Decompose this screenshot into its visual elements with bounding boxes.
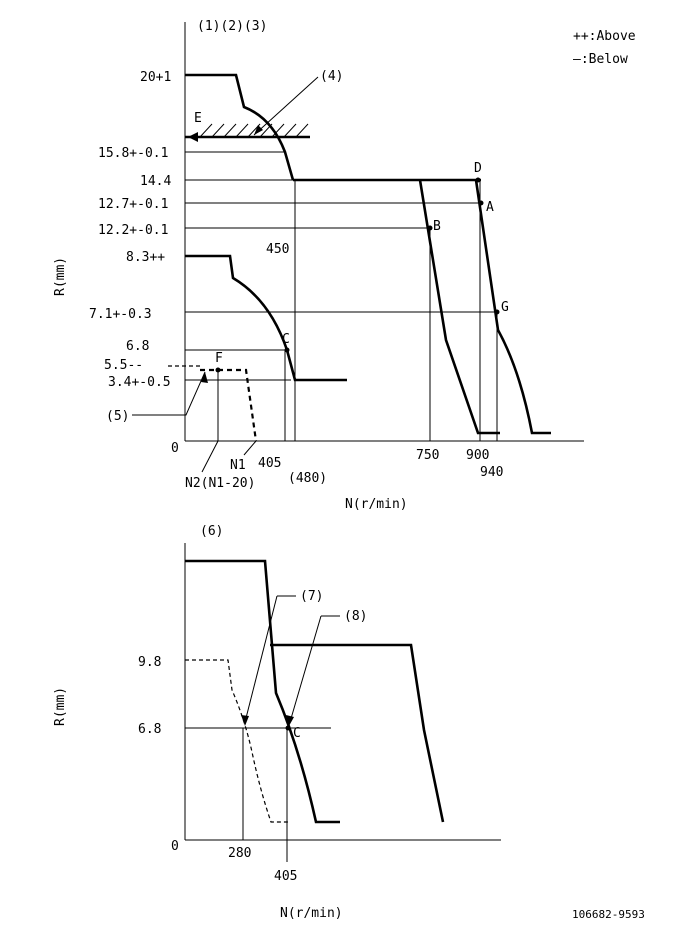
idle-curve <box>185 254 347 382</box>
callout-5-arrow <box>201 372 208 383</box>
top-y-label-7-1: 7.1+-0.3 <box>89 307 152 322</box>
top-x-label-480: (480) <box>288 471 327 486</box>
n2-leader <box>201 440 219 473</box>
bottom-x-label-405: 405 <box>274 869 297 884</box>
full-load-curve <box>185 73 295 181</box>
stopper-hatch <box>199 123 309 138</box>
point-g-dot <box>494 309 500 315</box>
governor-line-750 <box>418 179 500 435</box>
top-x-axis-title: N(r/min) <box>345 497 408 512</box>
n1-leader <box>243 440 257 456</box>
bottom-x-label-280: 280 <box>228 846 251 861</box>
top-x-label-405: 405 <box>258 456 281 471</box>
point-g-label: G <box>501 300 509 315</box>
bottom-point-c-label: C <box>293 726 301 741</box>
bottom-y-label-zero: 0 <box>171 839 179 854</box>
point-f-label: F <box>215 351 223 366</box>
point-d-dot <box>475 177 481 183</box>
point-a-dot <box>478 200 484 206</box>
callout-5-leader <box>132 371 206 416</box>
callout-7: (7) <box>300 589 323 604</box>
top-y-label-3-4: 3.4+-0.5 <box>108 375 171 390</box>
top-x-label-940: 940 <box>480 465 503 480</box>
top-y-label-8-3: 8.3++ <box>126 250 165 265</box>
top-y-label-15-8: 15.8+-0.1 <box>98 146 168 161</box>
callout-4-leader <box>253 76 319 136</box>
callout-8-leader-diag <box>289 615 322 723</box>
top-y-label-20: 20+1 <box>140 70 171 85</box>
callout-4: (4) <box>320 69 343 84</box>
callout-8: (8) <box>344 609 367 624</box>
callout-8-arrow <box>286 715 294 726</box>
top-x-label-n1: N1 <box>230 458 246 473</box>
callout-4-arrow <box>254 125 263 135</box>
point-e-label: E <box>194 111 202 126</box>
top-y-axis-title: R(mm) <box>53 257 68 296</box>
bottom-y-axis-title: R(mm) <box>53 687 68 726</box>
governor-line-900 <box>474 179 551 435</box>
bottom-y-label-6-8: 6.8 <box>138 722 161 737</box>
point-c-dot <box>284 347 290 353</box>
callout-7-arrow <box>241 715 249 726</box>
top-y-label-14-4: 14.4 <box>140 174 171 189</box>
top-x-label-900: 900 <box>466 448 489 463</box>
point-d-label: D <box>474 161 482 176</box>
top-y-label-6-8: 6.8 <box>126 339 149 354</box>
top-x-label-450: 450 <box>266 242 289 257</box>
bottom-upper-curve <box>185 559 340 824</box>
part-number: 106682-9593 <box>572 908 645 921</box>
top-y-label-zero: 0 <box>171 441 179 456</box>
top-chart: (1)(2)(3) R(mm) N(r/min) 20+1 15.8+-0.1 … <box>53 19 584 512</box>
point-c-label: C <box>282 332 290 347</box>
bottom-point-c-dot <box>285 725 291 731</box>
top-y-label-5-5: 5.5-- <box>104 358 143 373</box>
legend-below: —:Below <box>573 52 628 67</box>
point-b-dot <box>427 225 433 231</box>
stopper-arrow <box>188 132 198 142</box>
top-y-label-12-7: 12.7+-0.1 <box>98 197 168 212</box>
point-a-label: A <box>486 200 494 215</box>
bottom-header: (6) <box>200 524 223 539</box>
bottom-y-label-9-8: 9.8 <box>138 655 161 670</box>
top-header: (1)(2)(3) <box>197 19 267 34</box>
point-b-label: B <box>433 219 441 234</box>
top-y-label-12-2: 12.2+-0.1 <box>98 223 168 238</box>
legend-above: ++:Above <box>573 29 636 44</box>
bottom-chart: (6) R(mm) N(r/min) 9.8 6.8 0 280 405 C (… <box>53 524 501 921</box>
top-x-label-n2: N2(N1-20) <box>185 476 255 491</box>
bottom-x-axis-title: N(r/min) <box>280 906 343 921</box>
point-f-dot <box>215 367 221 373</box>
dashed-below-curve <box>200 368 258 442</box>
bottom-flat-curve <box>270 643 445 823</box>
callout-7-leader-diag <box>244 595 278 723</box>
callout-5: (5) <box>106 409 129 424</box>
top-x-label-750: 750 <box>416 448 439 463</box>
